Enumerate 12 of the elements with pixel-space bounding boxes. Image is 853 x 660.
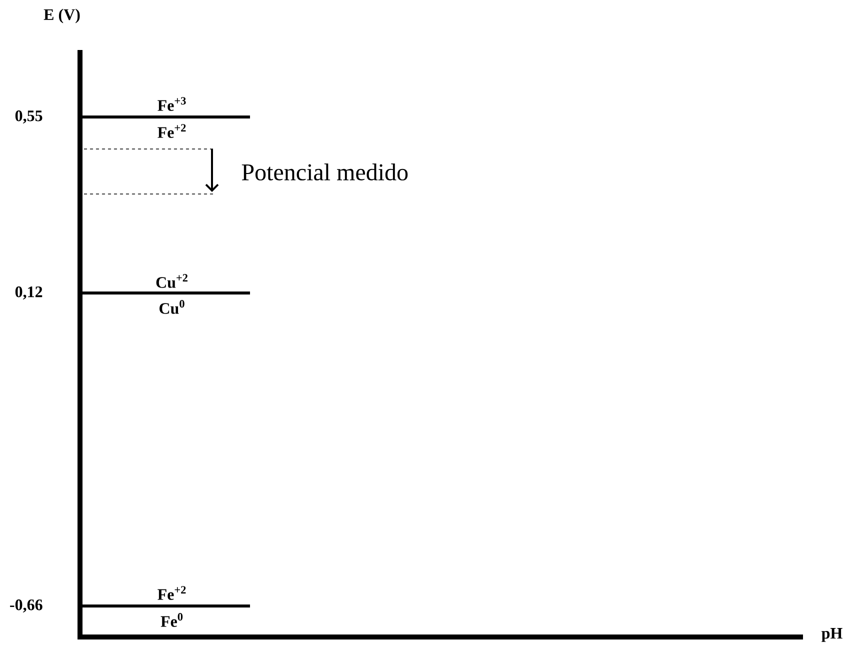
tick-label: 0,12 xyxy=(15,286,42,300)
species-label: Fe$^{0}$ xyxy=(160,613,183,627)
axis-label: pH xyxy=(822,628,842,642)
axis-label: E (V) xyxy=(44,8,80,24)
species-label: Fe$^{+2}$ xyxy=(158,124,186,138)
species-label: Fe$^{+3}$ xyxy=(158,97,186,111)
annotation-text: Potencial medido xyxy=(242,164,408,180)
tick-label: -0,66 xyxy=(10,599,42,613)
species-label: Cu$^{+2}$ xyxy=(156,274,188,288)
species-label: Fe$^{+2}$ xyxy=(158,586,186,600)
species-label: Cu$^{0}$ xyxy=(160,300,184,314)
tick-label: 0,55 xyxy=(15,110,42,124)
